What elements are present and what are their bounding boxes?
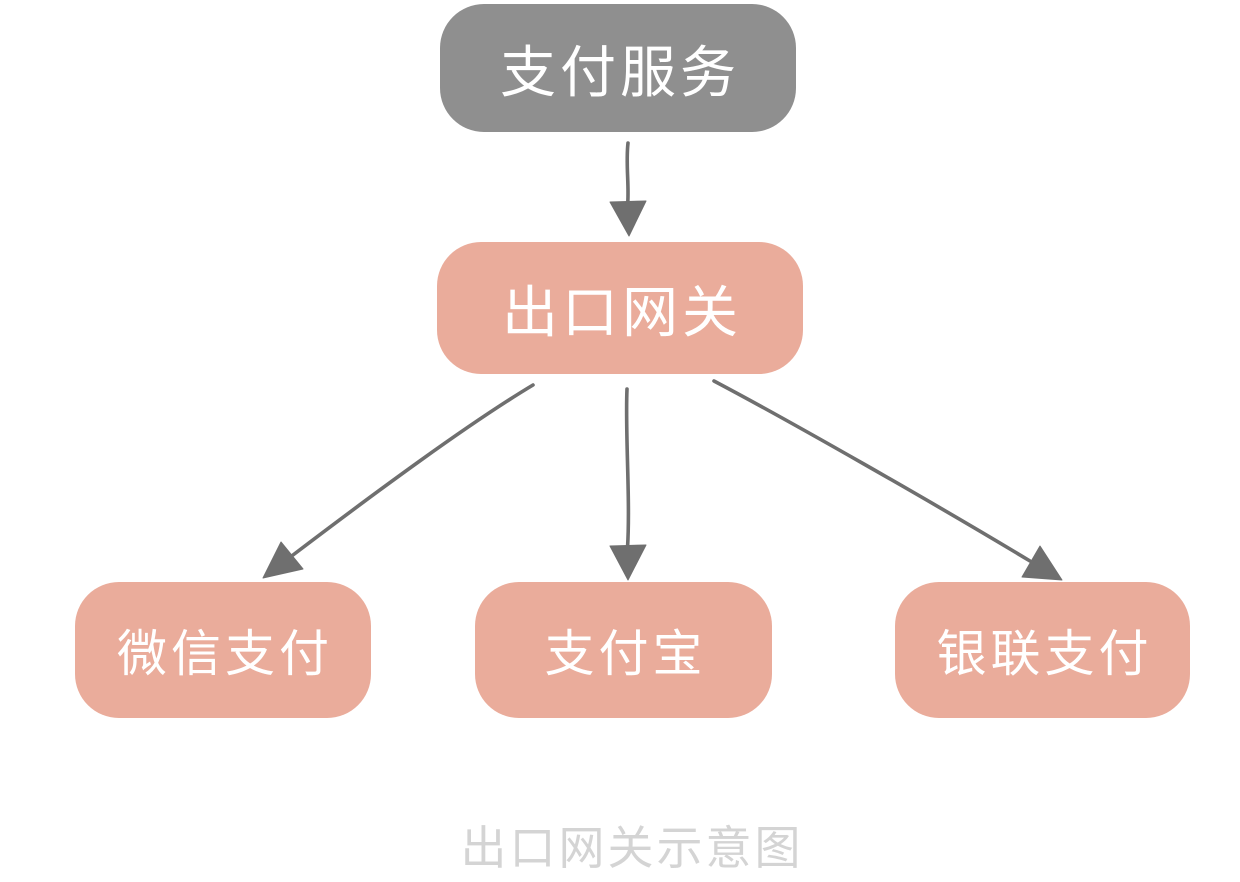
node-unionpay: 银联支付 — [895, 582, 1190, 718]
node-unionpay-label: 银联支付 — [936, 625, 1153, 683]
arrow-exit-gateway-to-alipay — [609, 387, 647, 581]
node-wechat-pay: 微信支付 — [75, 582, 371, 718]
arrow-exit-gateway-to-wechat-pay — [262, 383, 535, 579]
node-wechat-pay-label: 微信支付 — [117, 625, 333, 683]
arrow-payment-service-to-exit-gateway — [609, 141, 647, 237]
node-payment-service-label: 支付服务 — [500, 40, 740, 106]
node-alipay-label: 支付宝 — [544, 625, 707, 683]
diagram-caption: 出口网关示意图 — [460, 821, 804, 875]
node-exit-gateway: 出口网关 — [437, 242, 803, 374]
node-alipay: 支付宝 — [475, 582, 772, 718]
arrow-exit-gateway-to-unionpay — [712, 379, 1063, 581]
node-payment-service: 支付服务 — [440, 4, 796, 132]
node-exit-gateway-label: 出口网关 — [502, 280, 742, 346]
